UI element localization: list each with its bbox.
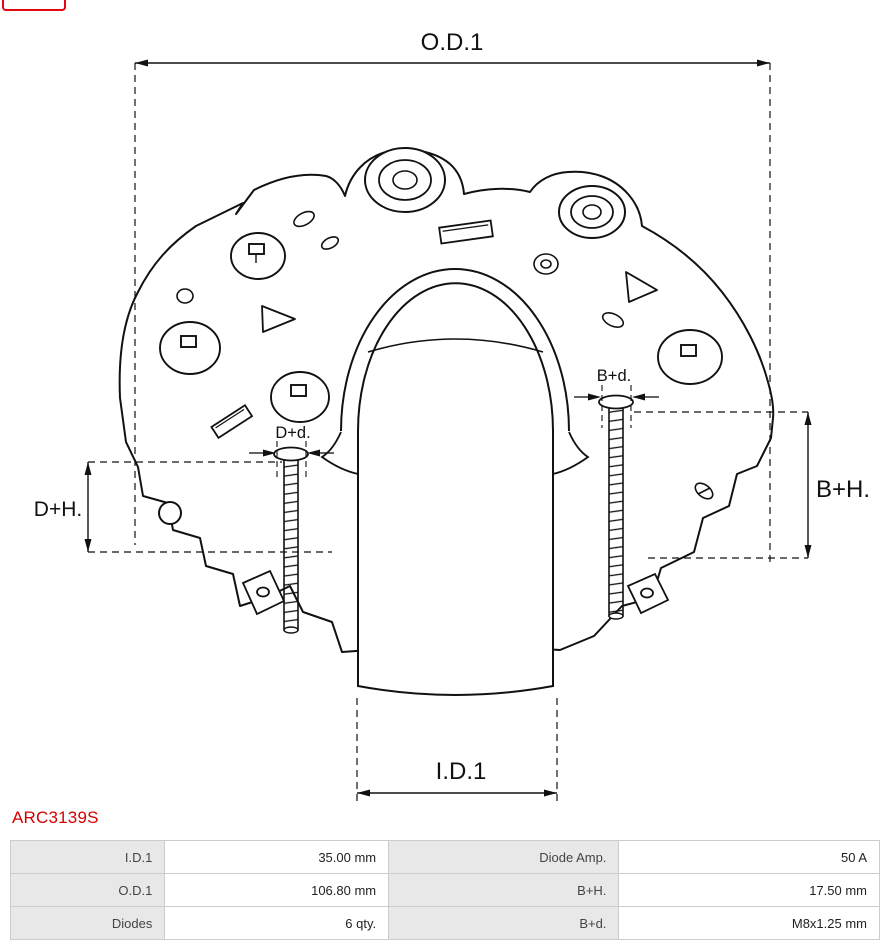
dim-id1: I.D.1	[356, 698, 558, 801]
slot-top	[438, 219, 494, 245]
spec-row: I.D.1 35.00 mm Diode Amp. 50 A	[9, 840, 880, 874]
bore-arch-collar	[340, 268, 570, 432]
spec-label: I.D.1	[9, 840, 166, 874]
dim-dd-label: D+d.	[275, 424, 310, 442]
left-ear-tab	[158, 501, 182, 525]
spec-label: O.D.1	[9, 873, 166, 907]
spec-value: M8x1.25 mm	[618, 906, 880, 940]
dim-od1: O.D.1	[134, 29, 771, 562]
dim-bh-label: B+H.	[816, 476, 870, 503]
stud-right	[598, 394, 634, 620]
spec-value: 35.00 mm	[164, 840, 390, 874]
spec-value: 17.50 mm	[618, 873, 880, 907]
spec-table: I.D.1 35.00 mm Diode Amp. 50 A O.D.1 106…	[9, 840, 880, 940]
spec-label: Diode Amp.	[388, 840, 620, 874]
cast-arrow-marks	[261, 271, 658, 333]
terminal-boss-right	[558, 185, 626, 239]
part-number: ARC3139S	[12, 808, 99, 827]
spec-value: 106.80 mm	[164, 873, 390, 907]
bore-cylinder	[357, 430, 554, 696]
diode-terminal-3	[270, 371, 330, 423]
spec-label: B+H.	[388, 873, 620, 907]
dim-bh: B+H.	[634, 411, 870, 559]
collar-flare-right	[552, 431, 590, 475]
spec-row: O.D.1 106.80 mm B+H. 17.50 mm	[9, 873, 880, 907]
diode-terminal-2	[159, 321, 221, 375]
spec-value: 6 qty.	[164, 906, 390, 940]
stud-right-bracket	[626, 572, 670, 615]
diode-terminal-4	[657, 329, 723, 385]
technical-drawing-area: O.D.1 I.D.1 D+H. B+H.	[34, 29, 870, 801]
stud-left	[273, 446, 309, 634]
diode-terminal-1	[230, 232, 286, 280]
technical-drawing: O.D.1 I.D.1 D+H. B+H.	[34, 29, 870, 801]
spec-label: Diodes	[9, 906, 166, 940]
dim-dh: D+H.	[34, 461, 332, 553]
dim-bd-label: B+d.	[597, 367, 631, 385]
dim-dd: D+d.	[249, 424, 334, 478]
dim-id1-label: I.D.1	[436, 758, 487, 785]
spec-value: 50 A	[618, 840, 880, 874]
dim-dh-label: D+H.	[34, 498, 82, 521]
bore-far-wall	[367, 338, 544, 353]
small-holes	[176, 210, 714, 500]
spec-row: Diodes 6 qty. B+d. M8x1.25 mm	[9, 906, 880, 940]
as-logo-fragment[interactable]	[2, 0, 66, 11]
dim-bd: B+d.	[574, 367, 659, 428]
collar-flare-left	[320, 431, 359, 475]
terminal-boss-top	[364, 147, 446, 213]
spec-label: B+d.	[388, 906, 620, 940]
bore-arch-inner	[357, 282, 554, 432]
stud-left-bracket	[241, 569, 286, 616]
slot-left	[210, 403, 254, 440]
center-bore	[320, 268, 590, 696]
dim-od1-label: O.D.1	[421, 29, 484, 56]
